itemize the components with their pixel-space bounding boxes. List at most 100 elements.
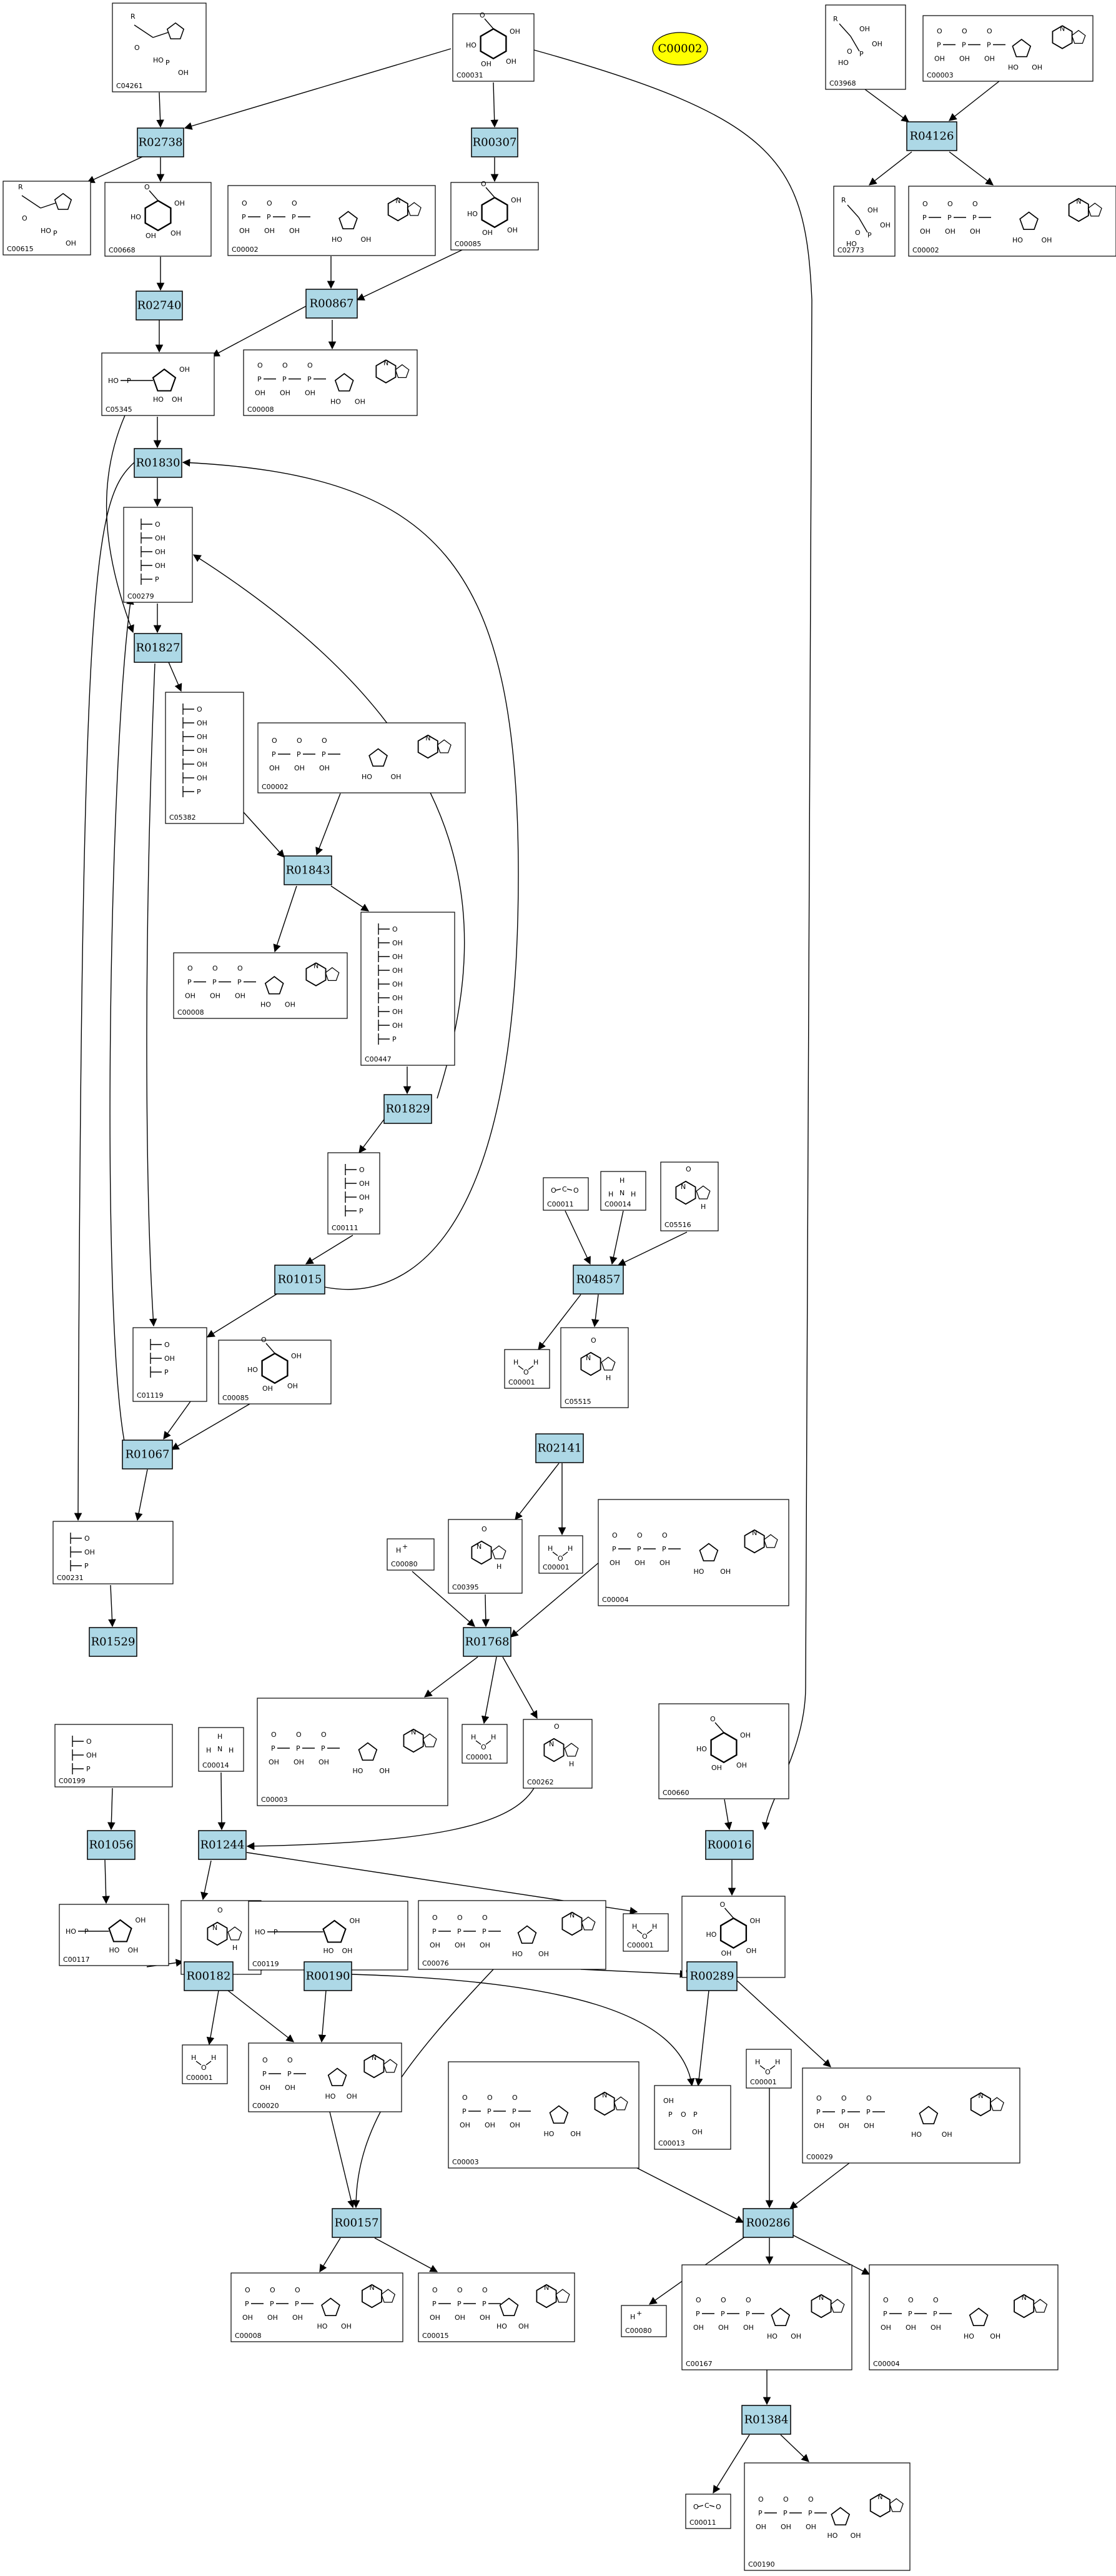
edge bbox=[330, 885, 370, 912]
reaction-node[interactable]: R01384 bbox=[741, 2405, 791, 2435]
edge bbox=[217, 1772, 226, 1831]
structure-icon: N bbox=[570, 1911, 575, 1919]
edge bbox=[358, 1115, 388, 1154]
reaction-node[interactable]: R01056 bbox=[87, 1830, 136, 1860]
reaction-node[interactable]: R00157 bbox=[332, 2208, 382, 2238]
reaction-node[interactable]: R02740 bbox=[136, 291, 183, 321]
structure-icon: O bbox=[432, 2286, 438, 2294]
edge bbox=[318, 1990, 327, 2043]
reaction-node[interactable]: R00286 bbox=[743, 2208, 794, 2238]
highlight-node[interactable]: C00002 bbox=[652, 32, 708, 66]
reaction-node[interactable]: R04126 bbox=[906, 121, 957, 151]
structure-icon: OH bbox=[610, 1559, 620, 1567]
reaction-node[interactable]: R01768 bbox=[463, 1627, 511, 1657]
reaction-node[interactable]: R01015 bbox=[274, 1265, 325, 1295]
reaction-node[interactable]: R01829 bbox=[383, 1094, 432, 1124]
reaction-node[interactable]: R00307 bbox=[471, 127, 518, 157]
reaction-node[interactable]: R02738 bbox=[137, 127, 184, 157]
compound-node[interactable]: H+C00080 bbox=[621, 2305, 667, 2337]
structure-icon: O bbox=[554, 1723, 560, 1731]
compound-id: C00002 bbox=[912, 246, 939, 254]
reaction-node[interactable]: R04857 bbox=[573, 1265, 624, 1295]
reaction-node[interactable]: R01529 bbox=[89, 1627, 137, 1657]
compound-node[interactable]: H+C00080 bbox=[387, 1538, 435, 1571]
structure-icon: OH bbox=[84, 1548, 95, 1556]
reaction-node[interactable]: R02141 bbox=[535, 1433, 584, 1463]
reaction-node[interactable]: R00867 bbox=[305, 289, 358, 319]
structure-icon: OH bbox=[392, 1008, 403, 1016]
structure-icon: P bbox=[84, 1562, 89, 1570]
reaction-node[interactable]: R00289 bbox=[686, 1961, 738, 1991]
structure-icon: P bbox=[267, 213, 271, 221]
reaction-node[interactable]: R01843 bbox=[284, 855, 332, 885]
reaction-node[interactable]: R00190 bbox=[304, 1961, 352, 1991]
reaction-node[interactable]: R01244 bbox=[198, 1830, 247, 1860]
structure-icon: P bbox=[165, 59, 170, 67]
reaction-id: R04126 bbox=[910, 130, 954, 143]
reaction-node[interactable]: R00016 bbox=[705, 1830, 754, 1860]
edge bbox=[789, 2162, 850, 2209]
reaction-node[interactable]: R01830 bbox=[134, 448, 182, 478]
structure-icon: OH bbox=[305, 389, 315, 397]
structure-icon: OH bbox=[235, 992, 245, 1000]
reaction-node[interactable]: R01067 bbox=[122, 1440, 173, 1470]
structure-icon: OH bbox=[289, 227, 300, 235]
reaction-node[interactable]: R00182 bbox=[184, 1961, 234, 1991]
compound-id: C00001 bbox=[186, 2074, 213, 2082]
structure-icon: OH bbox=[746, 1947, 757, 1955]
structure-icon: O bbox=[267, 199, 272, 207]
reaction-node[interactable]: R01827 bbox=[134, 633, 182, 663]
